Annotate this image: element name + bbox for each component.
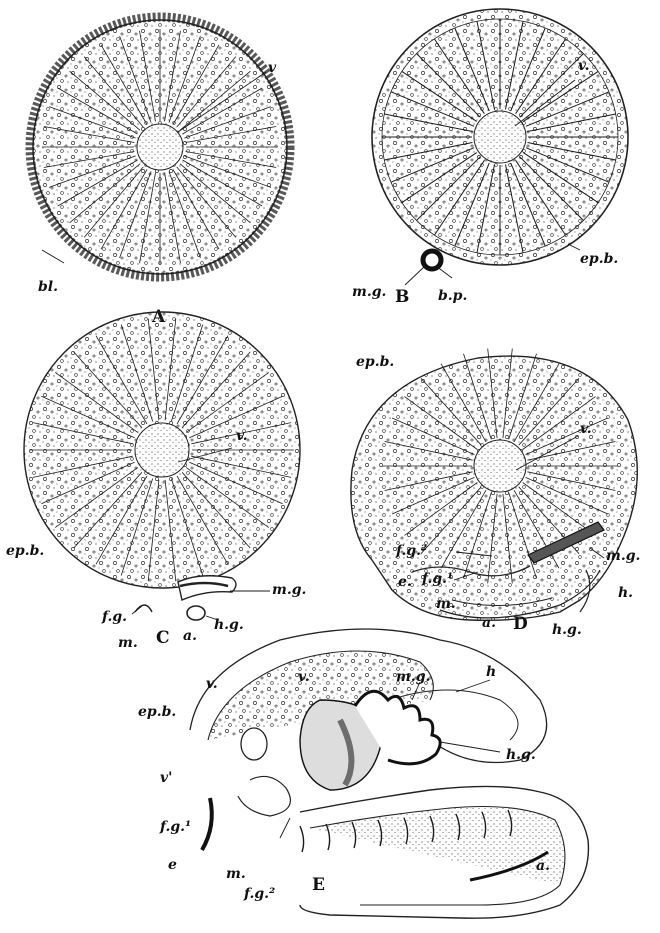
caption-e: E: [312, 875, 325, 895]
label-bl-a: bl.: [38, 279, 58, 295]
label-mg-d: m.g.: [606, 548, 640, 564]
appendage-bud: [300, 826, 304, 852]
label-epb-d: ep.b.: [356, 354, 394, 370]
label-v-low-e: v': [160, 770, 172, 786]
hindgut-c: [187, 606, 205, 620]
tail-tissue-e: [310, 807, 565, 886]
label-e-d: e.: [398, 574, 412, 590]
label-epb-c: ep.b.: [6, 543, 44, 559]
blastopore-b: [423, 251, 441, 269]
label-v-left-e: v.: [206, 676, 218, 692]
leader-hg-e: [440, 742, 500, 752]
eye-band-e: [202, 798, 212, 850]
label-h-e: h: [486, 664, 496, 680]
label-v-top-e: v.: [298, 669, 310, 685]
figure-e: v. v. ep.b. v' f.g.¹ e m. f.g.² m.g. h h…: [138, 629, 588, 918]
caption-c: C: [156, 628, 170, 648]
label-mg-c: m.g.: [272, 582, 306, 598]
label-m-c: m.: [118, 635, 138, 651]
label-mg-e: m.g.: [396, 669, 430, 685]
label-v-c: v.: [236, 428, 248, 444]
label-fg-c: f.g.: [101, 609, 127, 625]
foregut-loop-e: [238, 776, 290, 816]
figure-b: v. m.g. b.p. ep.b. B: [352, 9, 628, 307]
label-h-d: h.: [618, 585, 633, 601]
foregut-c: [135, 605, 152, 612]
label-m-e: m.: [226, 866, 246, 882]
vesicle-fill-a: [137, 124, 183, 170]
label-hg-e: h.g.: [506, 747, 536, 763]
label-hg-c: h.g.: [214, 617, 244, 633]
leader-bp-b: [436, 266, 452, 278]
vesicle-left-e: [241, 728, 267, 760]
figure-d: ep.b. v. f.g.² f.g.¹ e. m. a. m.g. h.g. …: [351, 349, 640, 638]
vesicle-fill-d: [474, 440, 526, 492]
label-v-b: v.: [578, 58, 590, 74]
midgut-c: [178, 576, 236, 600]
label-a-c: a.: [183, 628, 197, 644]
label-epb-e: ep.b.: [138, 704, 176, 720]
caption-d: D: [513, 614, 528, 634]
label-fg2-e: f.g.²: [243, 886, 275, 902]
leader-h-e: [456, 680, 490, 692]
label-v-d: v.: [580, 421, 592, 437]
label-fg1-d: f.g.¹: [421, 571, 453, 587]
leader-epb-b: [568, 244, 580, 250]
label-a-e: a.: [536, 858, 550, 874]
vesicle-fill-c: [135, 423, 189, 477]
leader-fg2-e: [280, 818, 290, 838]
label-e-e: e: [168, 857, 177, 873]
label-epb-b: ep.b.: [580, 251, 618, 267]
figure-a: v bl. A: [30, 17, 290, 327]
leader-mg-b: [405, 266, 425, 285]
label-v-a: v: [268, 60, 277, 76]
label-a-d: a.: [482, 615, 496, 631]
label-m-d: m.: [436, 596, 456, 612]
leader-bl-a: [42, 250, 64, 263]
label-mg-b: m.g.: [352, 284, 386, 300]
vesicle-fill-b: [474, 111, 526, 163]
label-fg2-d: f.g.²: [395, 543, 427, 559]
figure-c: v. ep.b. m.g. f.g. m. a. h.g. C: [6, 312, 306, 651]
label-hg-d: h.g.: [552, 622, 582, 638]
leader-fg-c: [132, 606, 142, 614]
label-fg1-e: f.g.¹: [159, 819, 191, 835]
label-bp-b: b.p.: [438, 288, 467, 304]
caption-b: B: [395, 287, 409, 307]
